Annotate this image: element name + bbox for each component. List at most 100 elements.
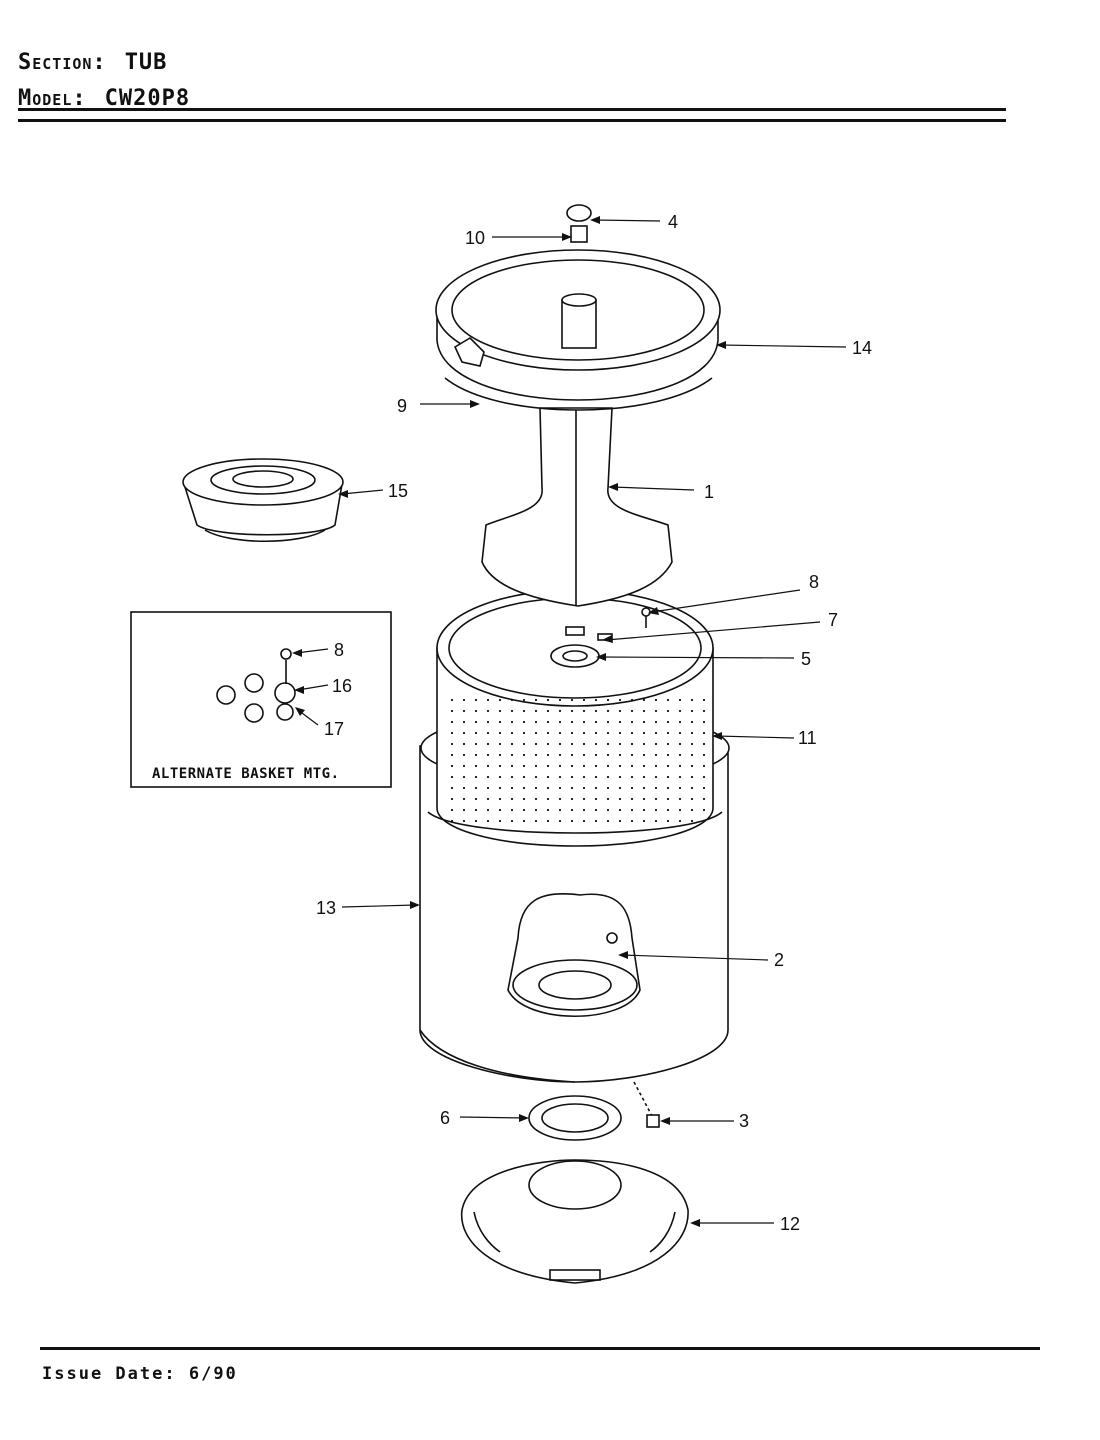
perforation-dot [522,731,526,735]
perforation-dot [606,797,610,801]
perforation-dot [630,742,634,746]
perforation-dot [510,764,514,768]
perforation-dot [486,698,490,702]
perforation-dot [654,731,658,735]
model-label: Model: [18,86,87,111]
perforation-dot [474,819,478,823]
perforation-dot [462,808,466,812]
agitator-base-part [507,893,641,1018]
perforation-dot [474,709,478,713]
perforation-dot [510,786,514,790]
perforation-dot [510,753,514,757]
perforation-dot [654,819,658,823]
perforation-dot [630,764,634,768]
perforation-dot [558,764,562,768]
perforation-dot [702,764,706,768]
base-cover-part [460,1159,689,1284]
perforation-dot [678,753,682,757]
perforation-dot [462,764,466,768]
perforation-dot [570,731,574,735]
perforation-dot [606,742,610,746]
perforation-dot [678,797,682,801]
perforation-dot [582,731,586,735]
perforation-dot [582,742,586,746]
perforation-dot [534,720,538,724]
perforation-dot [594,819,598,823]
perforation-dot [450,764,454,768]
perforation-dot [498,764,502,768]
perforation-dot [582,698,586,702]
perforation-dot [474,720,478,724]
inset-parts [216,648,296,723]
perforation-dot [630,775,634,779]
issue-date-label: Issue Date: [42,1364,177,1384]
perforation-dot [546,698,550,702]
perforation-dot [654,742,658,746]
perforation-dot [546,709,550,713]
perforation-dot [582,709,586,713]
perforation-dot [462,698,466,702]
perforation-dot [702,709,706,713]
perforation-dot [570,753,574,757]
perforation-dot [630,753,634,757]
perforation-dot [582,753,586,757]
perforation-dot [702,753,706,757]
perforation-dot [690,819,694,823]
perforation-dot [570,819,574,823]
perforation-dot [654,797,658,801]
perforation-dot [558,819,562,823]
issue-date: Issue Date: 6/90 [42,1364,238,1384]
perforation-dot [630,808,634,812]
perforation-dot [570,720,574,724]
perforation-dot [690,698,694,702]
perforation-dot [450,808,454,812]
callout-11: 11 [798,728,817,748]
perforation-dot [474,775,478,779]
perforation-dot [666,764,670,768]
perforation-dot [498,709,502,713]
perforation-dot [594,731,598,735]
perforation-dot [570,775,574,779]
perforation-dot [618,753,622,757]
perforation-dot [606,709,610,713]
perforation-dot [690,775,694,779]
perforation-dot [678,731,682,735]
model-header: Model:CW20P8 [18,86,190,111]
perforation-dot [582,819,586,823]
perforation-dot [666,808,670,812]
perforation-dot [678,720,682,724]
perforation-dot [702,808,706,812]
basket-perforations [450,698,706,823]
perforation-dot [474,786,478,790]
perforation-dot [606,720,610,724]
tub-cover-part [435,249,721,401]
perforation-dot [702,720,706,724]
perforation-dot [534,819,538,823]
perforation-dot [678,775,682,779]
perforation-dot [666,731,670,735]
perforation-dot [678,742,682,746]
perforation-dot [666,742,670,746]
perforation-dot [462,720,466,724]
perforation-dot [666,709,670,713]
perforation-dot [534,698,538,702]
perforation-dot [534,786,538,790]
perforation-dot [534,775,538,779]
perforation-dot [522,775,526,779]
callout-14: 14 [852,338,872,358]
perforation-dot [618,731,622,735]
perforation-dot [462,797,466,801]
inset-callout-8: 8 [334,640,344,660]
callout-4: 4 [668,212,678,232]
perforation-dot [690,731,694,735]
perforation-dot [594,764,598,768]
perforation-dot [606,819,610,823]
perforation-dot [522,808,526,812]
perforation-dot [534,742,538,746]
perforation-dot [486,709,490,713]
perforation-dot [462,709,466,713]
perforation-dot [654,709,658,713]
perforation-dot [594,775,598,779]
perforation-dot [570,764,574,768]
